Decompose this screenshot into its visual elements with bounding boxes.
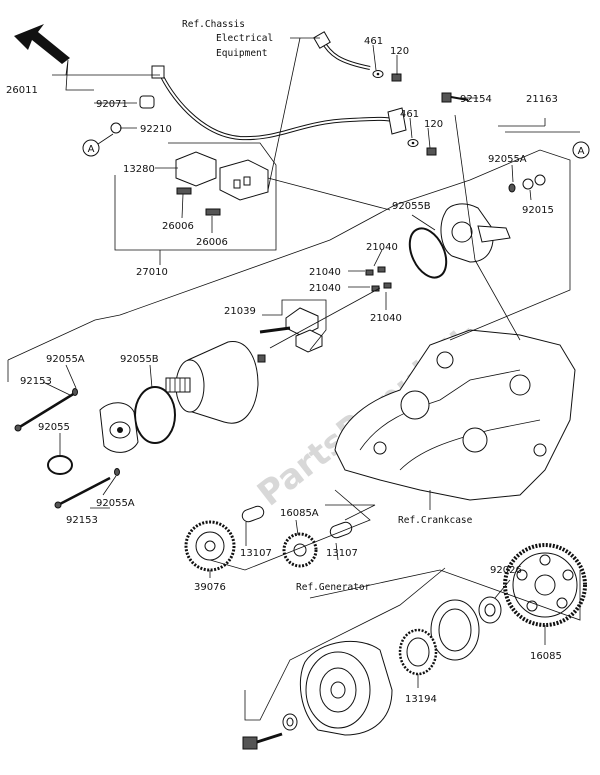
label-21040-a: 21040 bbox=[366, 242, 398, 253]
shaft-13107-a bbox=[241, 505, 265, 523]
svg-text:A: A bbox=[578, 146, 585, 157]
shaft-13107-b bbox=[329, 521, 353, 539]
washer-92015 bbox=[522, 174, 546, 190]
gear-39076 bbox=[184, 520, 236, 572]
brush-holder-21039 bbox=[257, 307, 323, 363]
washer-461-a bbox=[372, 70, 384, 78]
one-way-clutch bbox=[430, 599, 480, 661]
label-21039: 21039 bbox=[224, 306, 256, 317]
label-92026: 92026 bbox=[490, 565, 522, 576]
starter-motor-body bbox=[165, 341, 259, 424]
label-39076: 39076 bbox=[194, 582, 226, 593]
label-16085a: 16085A bbox=[280, 508, 319, 519]
oring-92055b-left bbox=[134, 386, 176, 444]
label-92154: 92154 bbox=[460, 94, 492, 105]
label-27010: 27010 bbox=[136, 267, 168, 278]
leader-lines bbox=[7, 37, 581, 721]
marker-a-right: A bbox=[572, 141, 590, 159]
marker-a-left: A bbox=[82, 139, 100, 157]
brush-springs bbox=[365, 266, 392, 292]
washer-92026 bbox=[478, 596, 502, 624]
label-21163: 21163 bbox=[526, 94, 558, 105]
relay-group-outline bbox=[114, 142, 391, 251]
washer-461-b bbox=[407, 139, 419, 147]
label-13107-a: 13107 bbox=[240, 548, 272, 559]
washer-92055a-left bbox=[72, 388, 78, 396]
label-92055b-top: 92055B bbox=[392, 201, 431, 212]
label-92055a-top: 92055A bbox=[488, 154, 527, 165]
front-cover bbox=[99, 402, 139, 453]
label-461-a: 461 bbox=[364, 36, 383, 47]
label-13107-b: 13107 bbox=[326, 548, 358, 559]
oring-92055b-top bbox=[408, 227, 448, 279]
label-26006-a: 26006 bbox=[162, 221, 194, 232]
ref-chassis-line-3: Equipment bbox=[216, 48, 267, 59]
nut-120-b bbox=[426, 147, 437, 156]
washer-rotor bbox=[282, 713, 298, 731]
label-21040-c: 21040 bbox=[309, 283, 341, 294]
rotor-bolt bbox=[242, 732, 283, 750]
bolt-92154 bbox=[441, 92, 469, 103]
label-120-a: 120 bbox=[390, 46, 409, 57]
washer-92055a-top bbox=[508, 183, 516, 193]
ref-chassis-line-1: Ref.Chassis bbox=[182, 19, 245, 30]
label-13280: 13280 bbox=[123, 164, 155, 175]
label-92071: 92071 bbox=[96, 99, 128, 110]
washer-92055a-low bbox=[114, 468, 120, 476]
generator-rotor bbox=[299, 640, 393, 736]
gear-16085a bbox=[282, 532, 318, 568]
crankcase-housing bbox=[334, 329, 576, 501]
front-arrow-icon bbox=[14, 24, 70, 64]
bearing-13194 bbox=[398, 628, 438, 676]
label-120-b: 120 bbox=[424, 119, 443, 130]
starter-end-cover bbox=[440, 203, 511, 263]
bolt-92153-a bbox=[14, 391, 76, 432]
label-13194: 13194 bbox=[405, 694, 437, 705]
label-92153-a: 92153 bbox=[20, 376, 52, 387]
label-26011: 26011 bbox=[6, 85, 38, 96]
ref-crankcase: Ref.Crankcase bbox=[398, 515, 473, 526]
label-92153-b: 92153 bbox=[66, 515, 98, 526]
label-16085: 16085 bbox=[530, 651, 562, 662]
oring-92055 bbox=[47, 455, 73, 475]
bolt-92153-b bbox=[54, 476, 111, 509]
gear-16085 bbox=[503, 543, 587, 627]
nut-120-a bbox=[391, 73, 402, 82]
label-21040-b: 21040 bbox=[309, 267, 341, 278]
label-21040-d: 21040 bbox=[370, 313, 402, 324]
ref-chassis-line-2: Electrical bbox=[216, 33, 273, 44]
label-461-b: 461 bbox=[400, 109, 419, 120]
label-26006-b: 26006 bbox=[196, 237, 228, 248]
label-92055b-left: 92055B bbox=[120, 354, 159, 365]
svg-text:A: A bbox=[88, 144, 95, 155]
label-92055a-left: 92055A bbox=[46, 354, 85, 365]
ref-generator: Ref.Generator bbox=[296, 582, 371, 593]
label-92015: 92015 bbox=[522, 205, 554, 216]
label-92055: 92055 bbox=[38, 422, 70, 433]
label-92055a-low: 92055A bbox=[96, 498, 135, 509]
label-92210: 92210 bbox=[140, 124, 172, 135]
